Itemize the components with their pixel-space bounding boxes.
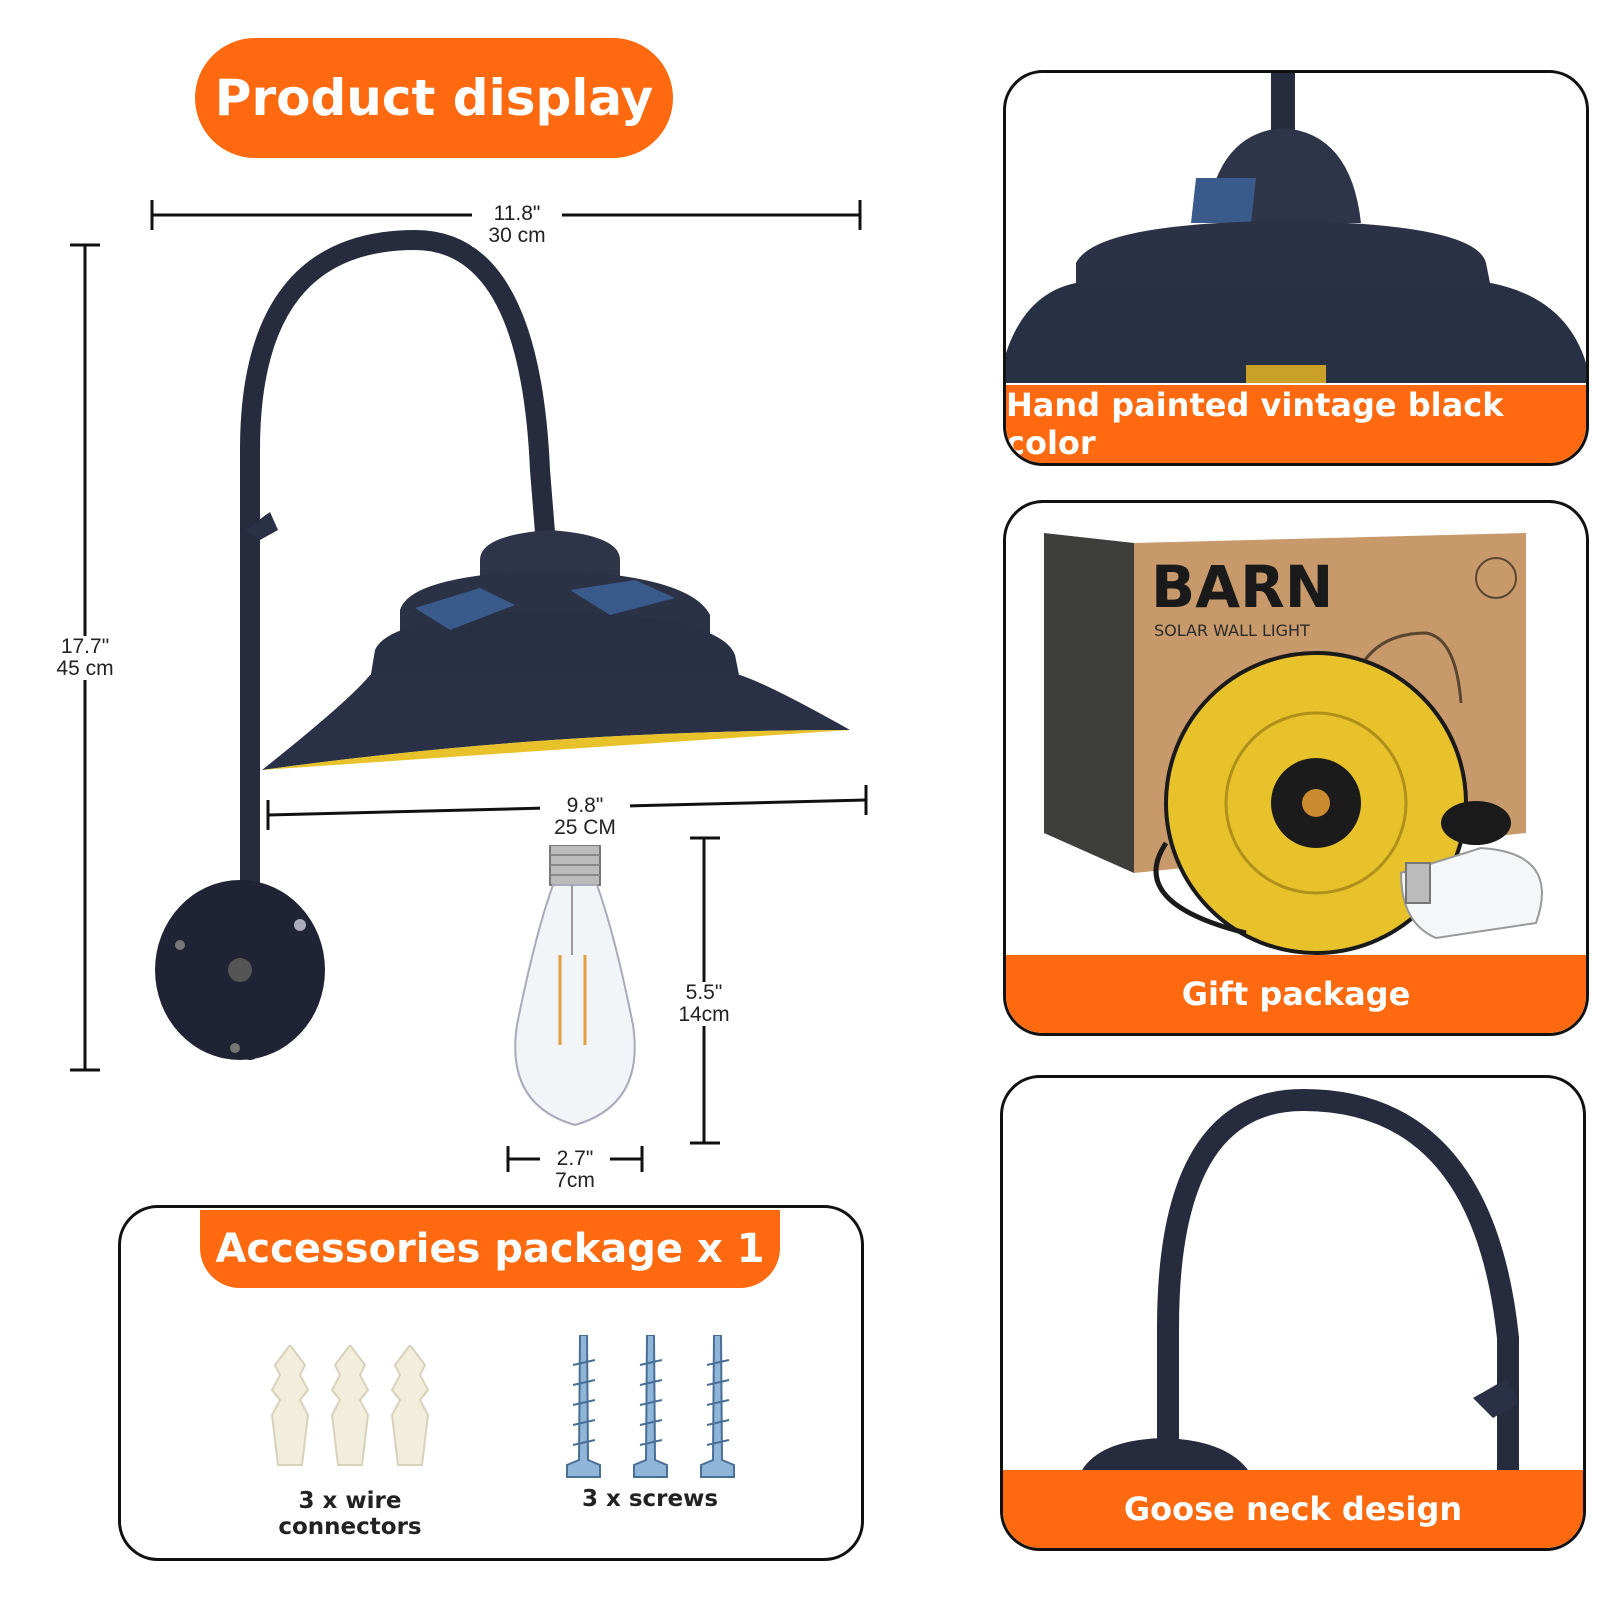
box-brand-text: BARN bbox=[1151, 553, 1334, 621]
feature-caption-goose-neck: Goose neck design bbox=[1003, 1470, 1583, 1548]
feature-caption-gift: Gift package bbox=[1006, 955, 1586, 1033]
shade-width-label: 9.8"25 CM bbox=[540, 795, 630, 839]
accessories-title: Accessories package x 1 bbox=[200, 1210, 780, 1288]
gift-box-image bbox=[1044, 533, 1543, 955]
screws-label: 3 x screws bbox=[581, 1486, 719, 1512]
bulb-width-label: 2.7"7cm bbox=[540, 1148, 610, 1192]
feature-card-gift-package: BARN SOLAR WALL LIGHT Gift package bbox=[1003, 500, 1589, 1036]
feature-card-goose-neck: Goose neck design bbox=[1000, 1075, 1586, 1551]
feature-caption-vintage: Hand painted vintage black color bbox=[1006, 385, 1586, 463]
lamp-shade-closeup bbox=[1006, 73, 1586, 383]
feature-card-vintage-color: Hand painted vintage black color bbox=[1003, 70, 1589, 466]
bulb-height-label: 5.5"14cm bbox=[664, 982, 744, 1026]
wire-connectors-label: 3 x wire connectors bbox=[278, 1488, 422, 1540]
lamp-width-label: 11.8"30 cm bbox=[472, 203, 562, 247]
lamp-height-label: 17.7"45 cm bbox=[45, 636, 125, 680]
box-subtitle-text: SOLAR WALL LIGHT bbox=[1154, 621, 1310, 640]
dimension-lines bbox=[70, 200, 868, 1172]
goose-neck-image bbox=[1078, 1088, 1519, 1478]
wire-connectors-image bbox=[270, 1345, 430, 1466]
product-display-title: Product display bbox=[195, 38, 673, 158]
bulb-image bbox=[514, 845, 636, 1127]
screws-image bbox=[566, 1335, 735, 1478]
lamp-illustration bbox=[155, 230, 850, 1060]
